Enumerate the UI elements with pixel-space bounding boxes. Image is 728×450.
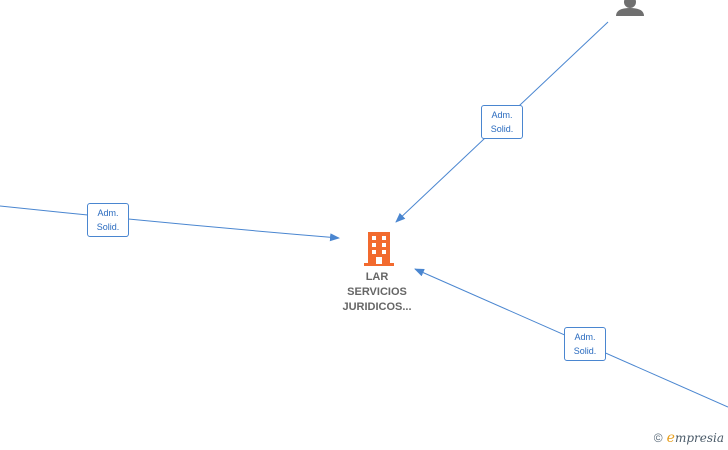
company-name-line-3: JURIDICOS... xyxy=(342,301,412,313)
copyright-icon: © xyxy=(653,431,663,445)
edge-top-right-label[interactable]: Adm. Solid. xyxy=(481,105,523,139)
edge-label-line: Solid. xyxy=(573,346,597,356)
company-name-line-1: LAR xyxy=(365,271,389,283)
edge-label-line: Adm. xyxy=(491,110,513,120)
brand-logo: empresia xyxy=(666,430,724,446)
edge-left-label[interactable]: Adm. Solid. xyxy=(87,203,129,237)
building-icon[interactable] xyxy=(364,232,394,266)
edge-left-line xyxy=(0,205,340,242)
edge-label-line: Solid. xyxy=(96,222,120,232)
empresia-watermark: © empresia xyxy=(654,430,724,446)
edge-label-line: Adm. xyxy=(97,208,119,218)
edge-bottom-right-label[interactable]: Adm. Solid. xyxy=(564,327,606,361)
edge-label-line: Adm. xyxy=(574,332,596,342)
company-name-line-2: SERVICIOS xyxy=(347,286,407,298)
edge-label-line: Solid. xyxy=(490,124,514,134)
company-name-label[interactable]: LAR SERVICIOS JURIDICOS... xyxy=(327,270,427,315)
person-icon[interactable] xyxy=(614,0,646,16)
